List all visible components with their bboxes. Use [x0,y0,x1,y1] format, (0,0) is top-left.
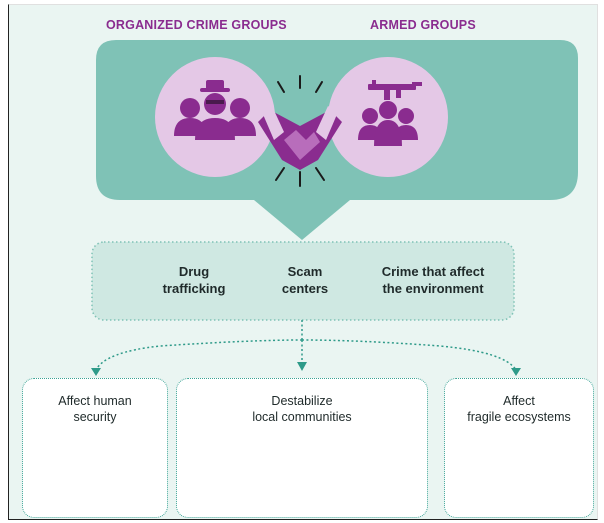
activity-scam-line2: centers [281,281,329,296]
impact-communities-line1: Destabilize [271,394,333,408]
impact-human-line2: security [73,410,117,424]
activity-environment-crime: Crime that affect the environment [358,263,508,297]
impact-human-label: Affect human security [22,393,168,425]
armed-group-rifle-icon [358,80,422,146]
burst-lines [275,75,325,187]
impact-ecosystems-label: Affect fragile ecosystems [444,393,594,425]
activity-drug-line2: trafficking [162,281,226,296]
impact-box-human-security [22,378,168,518]
activities-band [91,241,515,321]
spy-group-icon [174,80,256,140]
branch-arrows [95,320,517,371]
organized-crime-circle [155,57,275,177]
activity-env-line1: Crime that affect [381,264,485,279]
handshake-icon [258,106,342,170]
activity-drug-trafficking: Drug trafficking [134,263,254,297]
impact-box-fragile-ecosystems [444,378,594,518]
activity-scam-line1: Scam [287,264,323,279]
activity-scam-centers: Scam centers [260,263,350,297]
armed-groups-header: ARMED GROUPS [370,18,476,32]
impact-human-line1: Affect human [58,394,132,408]
impact-box-local-communities [176,378,428,518]
impact-communities-line2: local communities [252,410,352,424]
arrow-heads [91,362,521,376]
impact-ecosystems-line2: fragile ecosystems [467,410,571,424]
impact-communities-label: Destabilize local communities [176,393,428,425]
organized-crime-header: ORGANIZED CRIME GROUPS [106,18,287,32]
activity-drug-line1: Drug [178,264,210,279]
activity-env-line2: the environment [382,281,484,296]
impact-ecosystems-line1: Affect [503,394,535,408]
